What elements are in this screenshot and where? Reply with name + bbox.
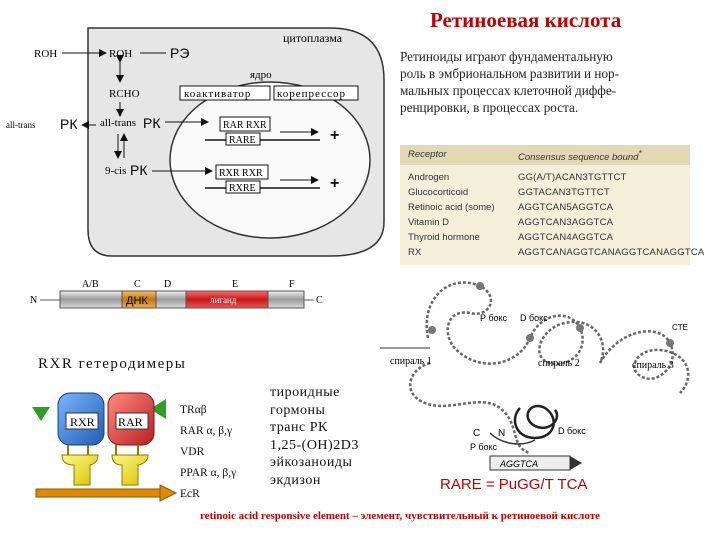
domain-ab — [59, 290, 123, 309]
rar-rxr-label: RAR RXR — [223, 120, 267, 131]
dna-binding-structure: P бокс D бокс CTE спираль 1 спираль 2 сп… — [380, 281, 690, 471]
ligand-item: тироидные — [270, 385, 340, 400]
rare-label: RARE — [229, 135, 256, 146]
ligand-item: экдизон — [270, 472, 321, 488]
domain-f — [267, 290, 305, 309]
helix2-label: спираль 2 — [538, 358, 580, 369]
d-box2-label: D бокс — [558, 426, 586, 436]
rk-in-label: РК — [143, 115, 161, 131]
rxr-label-box — [65, 412, 99, 430]
nucleus-label: ядро — [250, 69, 272, 81]
rxr-label: RXR — [70, 415, 95, 429]
d-box-label: D бокс — [520, 313, 548, 323]
p-box2-label: P бокс — [470, 442, 498, 452]
domain-f-label: F — [289, 279, 295, 290]
partner-item: PPAR α, β,γ — [180, 467, 237, 479]
ligand-list: тироидные гормоны транс РК 1,25-(OH)2D3 … — [270, 384, 359, 489]
re-label: РЭ — [170, 45, 189, 61]
domain-e-label: E — [232, 279, 238, 290]
ligand-triangle-right — [150, 399, 166, 419]
footer-definition: retinoic acid responsive element – элеме… — [200, 510, 600, 522]
partner-list: TRαβ RAR α, β,γ VDR PPAR α, β,γ EcR — [180, 400, 236, 505]
heterodimer-illustration: RXR RAR — [32, 392, 178, 502]
rcho-label: RCHO — [109, 88, 140, 100]
zinc-finger-loop-1 — [425, 281, 605, 366]
zinc-finger-loop-3 — [408, 361, 531, 455]
roh-inside-label: ROH — [109, 48, 132, 60]
rxr-rxr-box — [215, 164, 269, 180]
heterodimer-heading: RXR гетеродимеры — [38, 356, 187, 372]
domain-ab-label: A/B — [82, 279, 99, 290]
ligand-item: гормоны — [270, 402, 326, 418]
nucleus — [169, 81, 371, 239]
partner-item: RAR α, β,γ — [180, 425, 233, 437]
cytoplasm-label: цитоплазма — [283, 31, 343, 45]
rar-rxr-box — [219, 116, 271, 132]
rk-9cis-label: РК — [130, 162, 148, 178]
paragraph-line: роль в эмбриональном развитии и нор- — [400, 66, 620, 81]
header-sequence: Consensus sequence bound* — [518, 149, 642, 164]
dna-bar — [35, 488, 161, 498]
helix-coil — [513, 404, 559, 440]
paragraph-line: ренцировки, в процессах роста. — [400, 100, 579, 115]
domain-d — [155, 290, 187, 309]
intro-paragraph: Ретиноиды играют фундаментальную роль в … — [400, 48, 700, 116]
p-box-label: P бокс — [480, 313, 508, 323]
domain-c-label: C — [134, 279, 141, 290]
ligand-item: эйкозаноиды — [270, 455, 353, 470]
rk-out-label: РК — [60, 116, 78, 132]
paragraph-line: Ретиноиды играют фундаментальную — [400, 49, 613, 64]
roh-outside-label: ROH — [34, 48, 57, 60]
table-row: Retinoic acid (some)AGGTCAN5AGGTCA — [408, 202, 614, 213]
receptor-domains: A/B C D E F N C ДНК лиганд — [30, 279, 323, 309]
coactivator-box — [179, 85, 271, 101]
partner-item: VDR — [180, 446, 205, 458]
c-label: C — [473, 428, 480, 439]
rxre-box — [225, 180, 261, 194]
partner-item: EcR — [180, 488, 200, 500]
helix3-label: спираль 3 — [632, 360, 674, 371]
rxr-rxr-label: RXR RXR — [219, 168, 263, 179]
cell-diagram: цитоплазма ядро ROH ROH РЭ RCHO all-tran… — [6, 27, 385, 257]
ligand-item: 1,25-(OH)2D3 — [270, 437, 359, 453]
table-header: Receptor Consensus sequence bound* — [400, 145, 690, 165]
rar-label-box — [115, 412, 149, 430]
cte-label: CTE — [672, 323, 688, 332]
page-title: Ретиноевая кислота — [430, 8, 622, 32]
dbd-yellow-left — [61, 454, 99, 486]
plus-sign: + — [330, 175, 339, 192]
rare-box — [225, 132, 261, 146]
dna-arrow — [159, 484, 178, 502]
all-trans-in-label: all-trans — [100, 117, 136, 129]
plus-sign: + — [330, 127, 339, 144]
ligand-item: транс РК — [270, 420, 328, 435]
n-terminus-label: N — [30, 295, 37, 306]
n-label: N — [498, 428, 505, 439]
rar-label: RAR — [118, 415, 143, 429]
ligand-domain-label: лиганд — [210, 295, 237, 305]
corepressor-box — [273, 85, 359, 101]
domain-d-label: D — [164, 279, 171, 290]
dbd-yellow-right — [111, 454, 149, 486]
receptor-table: Receptor Consensus sequence bound* Andro… — [400, 145, 705, 265]
header-receptor: Receptor — [408, 149, 447, 160]
paragraph-line: мальных процессах клеточной диффе- — [400, 83, 617, 98]
helix1-label: спираль 1 — [390, 356, 432, 367]
c-terminus-label: C — [316, 295, 323, 306]
partner-item: TRαβ — [180, 404, 207, 416]
rxre-label: RXRE — [229, 183, 256, 194]
agg-label: AGGTCA — [499, 459, 538, 469]
coactivator-label: коактиватор — [184, 88, 251, 100]
all-trans-out-label: all-trans — [6, 120, 36, 130]
rare-formula: RARE = PuGG/T TCA — [440, 476, 588, 493]
corepressor-label: корепрессор — [277, 88, 346, 100]
nine-cis-label: 9-cis — [105, 165, 126, 177]
dna-domain-label: ДНК — [126, 295, 148, 307]
ligand-triangle-left — [32, 407, 50, 421]
